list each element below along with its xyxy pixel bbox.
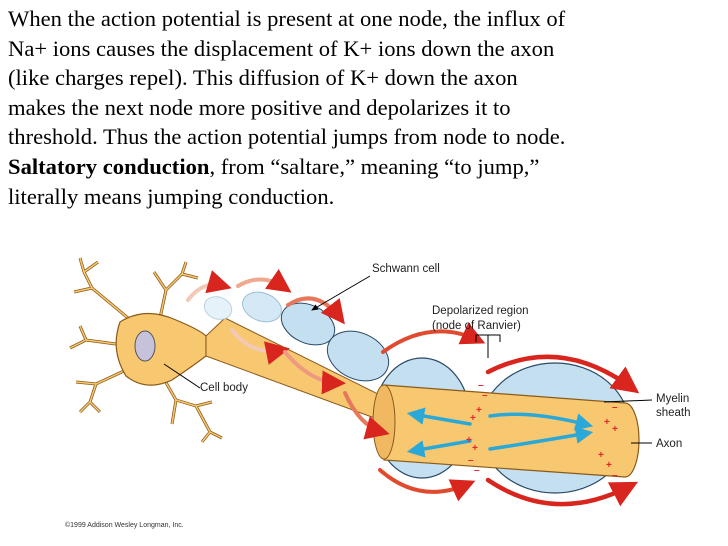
axon-label: Axon xyxy=(656,438,682,450)
neuron-cell-body xyxy=(69,257,223,443)
text-line: Na+ ions causes the displacement of K+ i… xyxy=(8,35,555,61)
plus-sign: + xyxy=(470,413,476,424)
plus-sign: + xyxy=(472,443,478,454)
sheath-label: sheath xyxy=(656,407,691,419)
copyright-notice: ©1999 Addison Wesley Longman, Inc. xyxy=(65,521,184,529)
explanation-text: When the action potential is present at … xyxy=(8,4,723,211)
minus-sign: – xyxy=(620,480,626,491)
schwann-cell-chain xyxy=(203,291,390,382)
plus-sign: + xyxy=(598,450,604,461)
charge-signs: – – + + + + – – – + + + + – – xyxy=(466,380,626,491)
current-flow-arrows xyxy=(406,407,594,458)
text-line: threshold. Thus the action potential jum… xyxy=(8,124,566,150)
minus-sign: – xyxy=(482,390,488,401)
depolarized-region-label: Depolarized region xyxy=(432,305,529,317)
schwann-cell-label: Schwann cell xyxy=(372,263,440,275)
myelin-label: Myelin xyxy=(656,393,689,405)
cell-body-label: Cell body xyxy=(200,382,248,394)
text-fragment: , from “saltare,” meaning “to jump,” xyxy=(209,153,540,179)
text-line: literally means jumping conduction. xyxy=(8,183,335,209)
minus-sign: – xyxy=(478,380,484,391)
text-line: Saltatory conduction, from “saltare,” me… xyxy=(8,152,723,182)
minus-sign: – xyxy=(474,465,480,476)
key-term: Saltatory conduction xyxy=(8,153,210,179)
minus-sign: – xyxy=(612,470,618,481)
label-leaders xyxy=(163,275,653,444)
saltatory-jump-arrows xyxy=(186,269,640,507)
plus-sign: + xyxy=(466,435,472,446)
plus-sign: + xyxy=(604,417,610,428)
text-line: When the action potential is present at … xyxy=(8,6,566,31)
text-line: makes the next node more positive and de… xyxy=(8,94,511,120)
minus-sign: – xyxy=(612,402,618,413)
node-of-ranvier-label: (node of Ranvier) xyxy=(432,320,521,332)
plus-sign: + xyxy=(476,405,482,416)
minus-sign: – xyxy=(468,455,474,466)
plus-sign: + xyxy=(606,460,612,471)
plus-sign: + xyxy=(612,424,618,435)
text-line: (like charges repel). This diffusion of … xyxy=(8,65,518,91)
